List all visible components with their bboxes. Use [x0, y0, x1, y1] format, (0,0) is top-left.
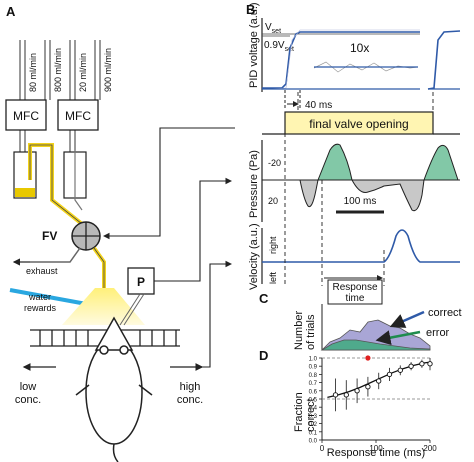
water-line	[9, 288, 93, 307]
pressure-connector-arrow	[154, 177, 233, 282]
data-point	[354, 388, 360, 394]
exhaust-tube	[30, 247, 81, 263]
pressure-tick-20: 20	[268, 196, 278, 206]
error-arrow	[375, 330, 421, 346]
hist-ylabel-1: Number	[293, 311, 305, 350]
scale-100-label: 100 ms	[344, 196, 377, 207]
data-point	[376, 378, 382, 384]
time-40-label: 40 ms	[305, 100, 332, 111]
valve-opening-label: final valve opening	[309, 117, 408, 131]
correct-arrow	[389, 310, 425, 328]
mfc-label-right: MFC	[65, 109, 91, 123]
data-point	[408, 363, 414, 369]
pressure-tick-neg20: -20	[268, 158, 281, 168]
hist-ylabel-2: of trials	[305, 314, 317, 350]
trace-panels: PID voltage (a.u.) Vset 0.9Vset 10x 40 m…	[248, 2, 461, 305]
sniff-exhale-fill	[299, 179, 319, 208]
y-tick-label: 0.7	[309, 381, 318, 387]
red-marker	[365, 355, 371, 361]
y-tick-label: 1.0	[309, 357, 318, 363]
y-tick-label: 0.6	[309, 389, 318, 395]
water-label-2: rewards	[24, 303, 57, 313]
mouse-figure	[75, 316, 153, 462]
high-conc-label-2: conc.	[177, 394, 203, 406]
olfactometer-apparatus: 80 ml/min 800 ml/min 20 ml/min 900 ml/mi…	[5, 40, 235, 462]
y-tick-label: 0.3	[309, 414, 318, 420]
y-tick-label: 0.5	[309, 398, 318, 404]
error-label: error	[426, 327, 450, 339]
pressure-sensor-label: P	[137, 275, 145, 289]
fv-label: FV	[42, 229, 57, 243]
chart-ylabel-1: Fraction	[293, 392, 305, 432]
flow-label-2: 800 ml/min	[53, 48, 63, 92]
panel-label-b: B	[246, 2, 255, 17]
pid-offset-trace	[427, 30, 461, 90]
vel-left-label: left	[268, 271, 278, 284]
mfc-box-right	[57, 99, 99, 131]
pid-ylabel: PID voltage (a.u.)	[248, 2, 260, 88]
correct-label: correct	[428, 307, 462, 319]
panel-label-c: C	[259, 291, 269, 306]
vset-label: Vset	[265, 22, 281, 35]
data-point	[397, 367, 403, 373]
velocity-connector-arrow	[170, 260, 233, 368]
data-point	[386, 371, 393, 378]
exhaust-label: exhaust	[26, 266, 58, 276]
flow-label-3: 20 ml/min	[78, 53, 88, 92]
data-point	[427, 361, 433, 367]
low-conc-label-2: conc.	[15, 394, 41, 406]
response-time-box	[327, 279, 383, 305]
y-tick-label: 0.4	[309, 406, 318, 412]
pressure-sensor-box	[127, 267, 155, 295]
odor-port-cone	[62, 288, 145, 325]
velocity-ylabel: Velocity (a.u.)	[248, 223, 260, 290]
response-time-label-1: Response	[332, 282, 377, 293]
valve-connector-arrow	[102, 127, 235, 240]
x-tick-label: 100	[369, 444, 383, 453]
panel-label-a: A	[6, 4, 16, 19]
inlet-tubes	[19, 40, 101, 155]
y-tick-label: 0.1	[309, 430, 318, 436]
flow-label-1: 80 ml/min	[28, 53, 38, 92]
mfc-label-left: MFC	[13, 109, 39, 123]
zoom-label: 10x	[350, 41, 369, 55]
data-point	[343, 392, 349, 398]
fraction-correct-chart: Fraction correct Response time (ms) 0.00…	[293, 355, 437, 459]
y-tick-label: 0.2	[309, 422, 318, 428]
response-time-label-2: time	[346, 293, 365, 304]
y-tick-label: 0.8	[309, 373, 318, 379]
panel-label-d: D	[259, 348, 268, 363]
velocity-trace	[262, 229, 460, 263]
y-tick-label: 0.9	[309, 365, 318, 371]
high-conc-label-1: high	[180, 381, 201, 393]
histogram-panel: Number of trials correct error	[293, 304, 462, 351]
chart-ylabel-2: correct	[305, 398, 317, 432]
vel-right-label: right	[268, 236, 278, 254]
chart-xlabel: Response time (ms)	[327, 447, 425, 459]
data-point	[365, 384, 371, 390]
x-tick-label: 200	[423, 444, 437, 453]
sniff-inhale-fill	[317, 143, 353, 181]
x-tick-label: 0	[320, 444, 325, 453]
low-conc-label-1: low	[20, 381, 37, 393]
odor-liquid-left	[15, 188, 35, 197]
mfc-box-left	[5, 99, 47, 131]
flow-label-4: 900 ml/min	[103, 48, 113, 92]
pressure-ylabel: Pressure (Pa)	[248, 150, 260, 218]
water-label-1: water	[28, 292, 51, 302]
data-point	[419, 361, 425, 367]
y-tick-label: 0.0	[309, 439, 318, 445]
data-point	[332, 392, 339, 398]
